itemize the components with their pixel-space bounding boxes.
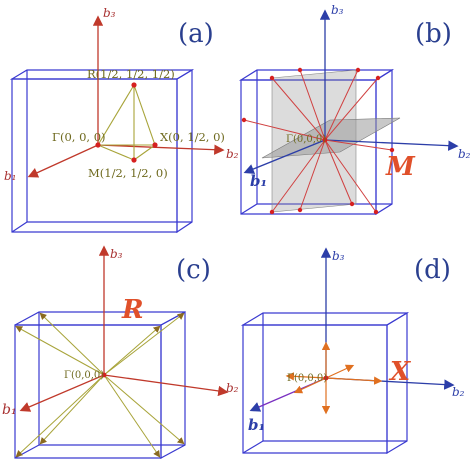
axis-b2-b xyxy=(324,139,459,151)
m-points-b xyxy=(241,67,395,215)
axis-b2-b-label: b₂ xyxy=(458,147,471,161)
axis-b1-d-label: b₁ xyxy=(248,416,265,434)
point-R-a xyxy=(131,82,137,88)
point-X-a-label: X(0, 1/2, 0) xyxy=(160,130,225,144)
x-vectors-d xyxy=(285,341,383,415)
axis-b3-c-label: b₃ xyxy=(110,247,123,261)
panel-a-label: (a) xyxy=(178,19,214,49)
cube-d xyxy=(240,311,410,455)
axis-b1-a-label: b₁ xyxy=(4,169,17,183)
axis-b2-d-label: b₂ xyxy=(452,385,465,399)
panel-b: (b) b₃ b₂ b₁ xyxy=(238,3,471,216)
sym-label-b: M xyxy=(385,152,416,182)
axis-b1-b-label: b₁ xyxy=(250,172,267,190)
origin-d-point xyxy=(323,375,329,381)
point-G-a xyxy=(95,142,101,148)
point-R-a-label: R(1/2, 1/2, 1/2) xyxy=(87,67,175,81)
ibz-path-a xyxy=(97,84,156,161)
axis-b2-a xyxy=(97,144,225,155)
point-M-a xyxy=(131,157,137,163)
origin-c-label: Γ(0,0,0) xyxy=(64,370,104,381)
mirror-plane-2-b xyxy=(261,117,401,159)
origin-c-point xyxy=(101,372,107,378)
panel-c-label: (c) xyxy=(176,255,211,285)
axis-b2-c-label: b₂ xyxy=(226,381,239,395)
panel-d: (d) b₃ b₂ b₁ Γ(0,0,0) X xyxy=(240,247,465,455)
axis-b1-a xyxy=(27,144,99,178)
axis-b3-a-label: b₃ xyxy=(103,6,116,20)
panel-d-label: (d) xyxy=(414,255,451,285)
origin-d-label: Γ(0,0,0) xyxy=(287,373,327,384)
axis-b1-c xyxy=(19,374,105,412)
sym-label-c: R xyxy=(121,295,144,325)
cube-c xyxy=(14,310,186,460)
axis-b3-d-label: b₃ xyxy=(332,249,345,263)
panel-a: (a) b₃ b₂ b₁ R(1/2, 1/2, 1/2) xyxy=(4,6,239,234)
sym-label-d: X xyxy=(388,357,412,387)
r-diagonals-c xyxy=(15,312,185,458)
axis-b1-b xyxy=(243,139,326,174)
point-X-a xyxy=(152,142,158,148)
m-star-b xyxy=(243,69,393,213)
origin-b-label: Γ(0,0,0) xyxy=(286,134,326,145)
cube-a xyxy=(9,68,195,234)
point-M-a-label: M(1/2, 1/2, 0) xyxy=(88,166,168,180)
panel-c: (c) b₃ b₂ b₁ Γ(0,0,0) R xyxy=(2,245,239,460)
axis-b2-a-label: b₂ xyxy=(226,147,239,161)
panel-b-label: (b) xyxy=(415,19,452,49)
axis-b2-c xyxy=(103,374,229,397)
point-G-a-label: Γ(0, 0, 0) xyxy=(52,130,106,144)
axis-b3-b-label: b₃ xyxy=(331,3,344,17)
axis-b1-c-label: b₁ xyxy=(2,402,17,418)
